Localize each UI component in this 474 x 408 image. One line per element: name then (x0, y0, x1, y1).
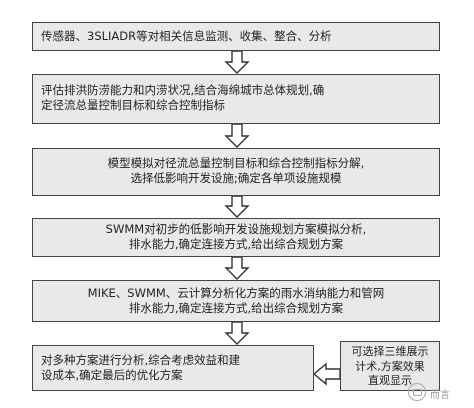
step-5-box: MIKE、SWMM、云计算分析化方案的雨水消纳能力和管网 排水能力,确定连接方式… (32, 280, 440, 322)
down-arrow-4 (224, 256, 250, 280)
watermark-text: 而言 (430, 390, 450, 401)
side-3d-display-box: 可选择三维展示 计术,方案效果 直观显示 (340, 341, 440, 391)
down-arrow-1 (224, 50, 250, 74)
left-arrow (312, 362, 341, 386)
step-2-box: 评估排洪防涝能力和内涝状况,结合海绵城市总体规划,确 定径流总量控制目标和综合控… (32, 74, 440, 124)
step-3-box: 模型模拟对径流总量控制目标和综合控制指标分解, 选择低影响开发设施;确定各单项设… (32, 148, 440, 196)
final-optimization-box: 对多种方案进行分析,综合考虑效益和建 设成本,确定最后的优化方案 (32, 345, 314, 391)
step-4-box: SWMM对初步的低影响开发设施规划方案模拟分析, 排水能力,确定连接方式,给出综… (32, 218, 440, 257)
down-arrow-2 (224, 123, 250, 148)
down-arrow-3 (224, 195, 250, 218)
watermark-logo-icon (408, 383, 426, 401)
step-1-box: 传感器、3SLIADR等对相关信息监测、收集、整合、分析 (32, 22, 440, 51)
down-arrow-5 (224, 321, 250, 345)
